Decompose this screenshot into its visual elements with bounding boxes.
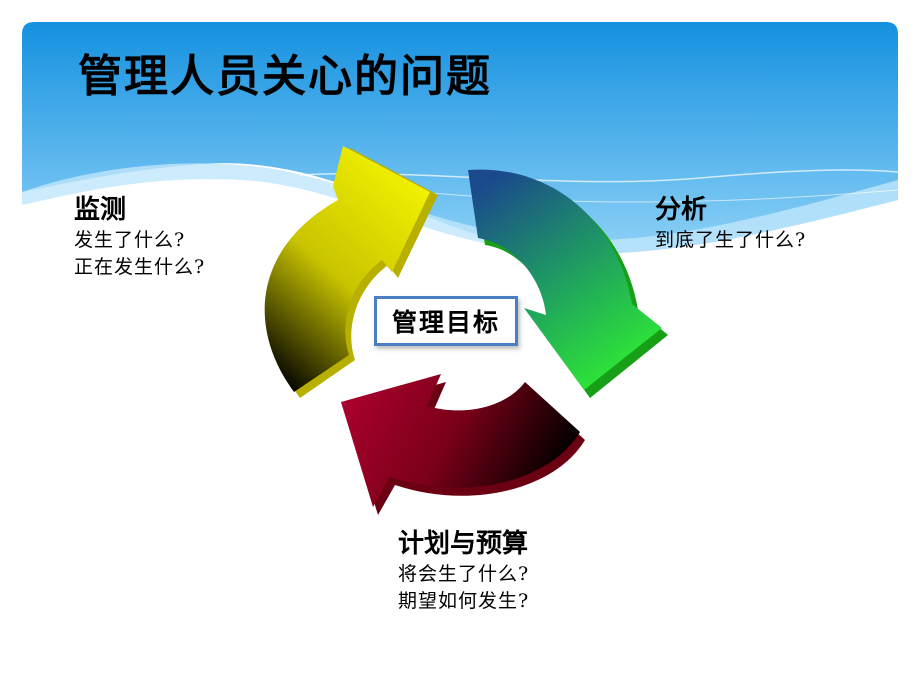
stage-plan: 计划与预算 将会生了什么? 期望如何发生? bbox=[398, 527, 529, 615]
stage-monitor: 监测 发生了什么? 正在发生什么? bbox=[74, 193, 205, 281]
cycle-arrow-yellow-icon bbox=[264, 146, 438, 398]
stage-monitor-heading: 监测 bbox=[74, 195, 127, 225]
center-goal-box: 管理目标 bbox=[374, 296, 518, 346]
stage-analyze: 分析 到底了生了什么? bbox=[655, 193, 806, 254]
stage-plan-line: 将会生了什么? bbox=[398, 563, 530, 585]
stage-plan-line: 期望如何发生? bbox=[398, 590, 530, 612]
stage-analyze-heading: 分析 bbox=[655, 195, 708, 225]
stage-monitor-line: 正在发生什么? bbox=[74, 256, 206, 278]
page-title: 管理人员关心的问题 bbox=[78, 51, 492, 102]
stage-plan-heading: 计划与预算 bbox=[398, 529, 529, 559]
header-background bbox=[22, 22, 899, 300]
cycle-arrow-red-icon bbox=[341, 374, 585, 515]
cycle-arrow-green-icon bbox=[468, 169, 668, 398]
stage-analyze-line: 到底了生了什么? bbox=[655, 229, 807, 251]
stage-monitor-line: 发生了什么? bbox=[74, 229, 186, 251]
